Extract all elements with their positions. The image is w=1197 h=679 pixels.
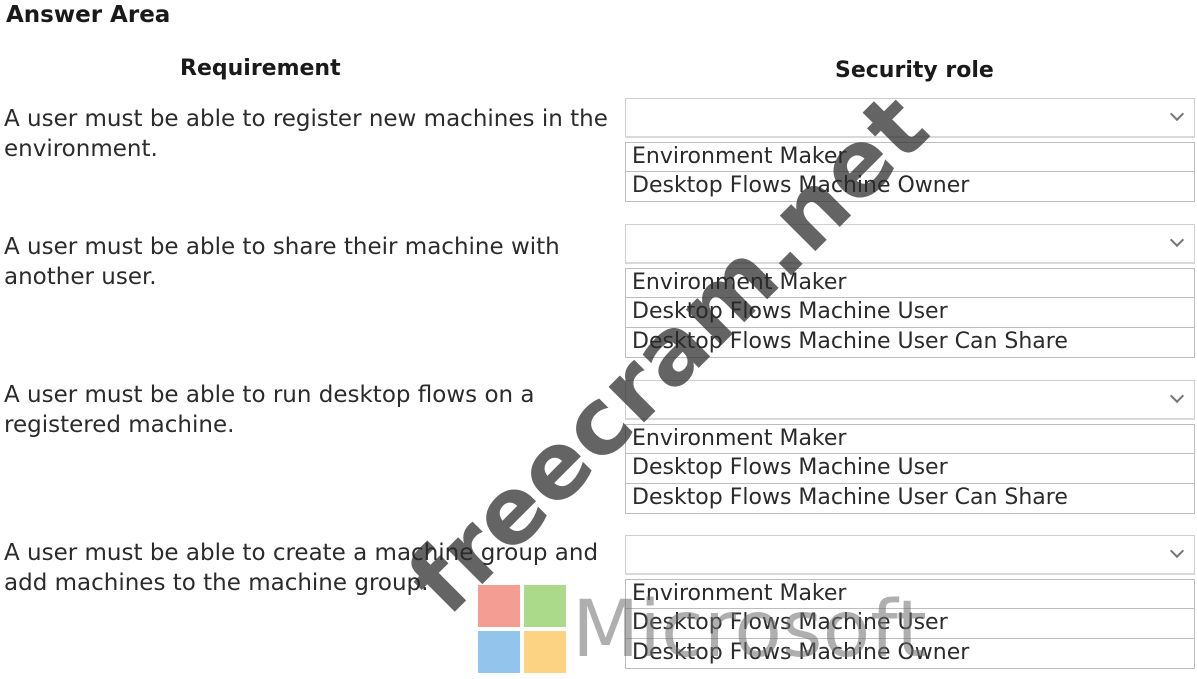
requirement-text-2: A user must be able to share their machi… (4, 232, 614, 292)
dropdown-select[interactable] (625, 224, 1195, 264)
requirement-line: registered machine. (4, 412, 235, 438)
requirement-line: A user must be able to share their machi… (4, 234, 560, 260)
dropdown-option[interactable]: Desktop Flows Machine User Can Share (625, 484, 1195, 514)
security-role-header: Security role (835, 58, 994, 83)
dropdown-option[interactable]: Desktop Flows Machine User Can Share (625, 328, 1195, 358)
requirement-line: environment. (4, 136, 158, 162)
requirement-text-4: A user must be able to create a machine … (4, 538, 614, 598)
logo-square-yellow (524, 631, 566, 673)
security-role-dropdown-1[interactable]: Environment Maker Desktop Flows Machine … (625, 98, 1195, 202)
chevron-down-icon[interactable] (1169, 543, 1185, 559)
dropdown-options: Environment Maker Desktop Flows Machine … (625, 142, 1195, 202)
dropdown-option[interactable]: Desktop Flows Machine User (625, 609, 1195, 639)
requirement-line: A user must be able to register new mach… (4, 106, 608, 132)
requirement-text-1: A user must be able to register new mach… (4, 104, 614, 164)
dropdown-options: Environment Maker Desktop Flows Machine … (625, 579, 1195, 669)
dropdown-option[interactable]: Environment Maker (625, 142, 1195, 172)
requirement-text-3: A user must be able to run desktop flows… (4, 380, 614, 440)
requirement-line: add machines to the machine group. (4, 570, 429, 596)
dropdown-select[interactable] (625, 380, 1195, 420)
security-role-dropdown-3[interactable]: Environment Maker Desktop Flows Machine … (625, 380, 1195, 514)
security-role-dropdown-4[interactable]: Environment Maker Desktop Flows Machine … (625, 535, 1195, 669)
dropdown-select[interactable] (625, 98, 1195, 138)
requirement-line: A user must be able to run desktop flows… (4, 382, 535, 408)
requirement-line: A user must be able to create a machine … (4, 540, 599, 566)
dropdown-option[interactable]: Desktop Flows Machine User (625, 454, 1195, 484)
chevron-down-icon[interactable] (1169, 388, 1185, 404)
dropdown-option[interactable]: Desktop Flows Machine Owner (625, 172, 1195, 202)
dropdown-option[interactable]: Environment Maker (625, 424, 1195, 454)
answer-area-title: Answer Area (6, 2, 171, 28)
dropdown-options: Environment Maker Desktop Flows Machine … (625, 268, 1195, 358)
dropdown-option[interactable]: Desktop Flows Machine User (625, 298, 1195, 328)
dropdown-option[interactable]: Desktop Flows Machine Owner (625, 639, 1195, 669)
requirement-line: another user. (4, 264, 157, 290)
security-role-dropdown-2[interactable]: Environment Maker Desktop Flows Machine … (625, 224, 1195, 358)
logo-square-green (524, 585, 566, 627)
chevron-down-icon[interactable] (1169, 232, 1185, 248)
logo-square-red (478, 585, 520, 627)
dropdown-option[interactable]: Environment Maker (625, 268, 1195, 298)
dropdown-select[interactable] (625, 535, 1195, 575)
chevron-down-icon[interactable] (1169, 106, 1185, 122)
dropdown-option[interactable]: Environment Maker (625, 579, 1195, 609)
microsoft-logo-icon (478, 585, 566, 673)
dropdown-options: Environment Maker Desktop Flows Machine … (625, 424, 1195, 514)
logo-square-blue (478, 631, 520, 673)
requirement-header: Requirement (180, 56, 341, 81)
